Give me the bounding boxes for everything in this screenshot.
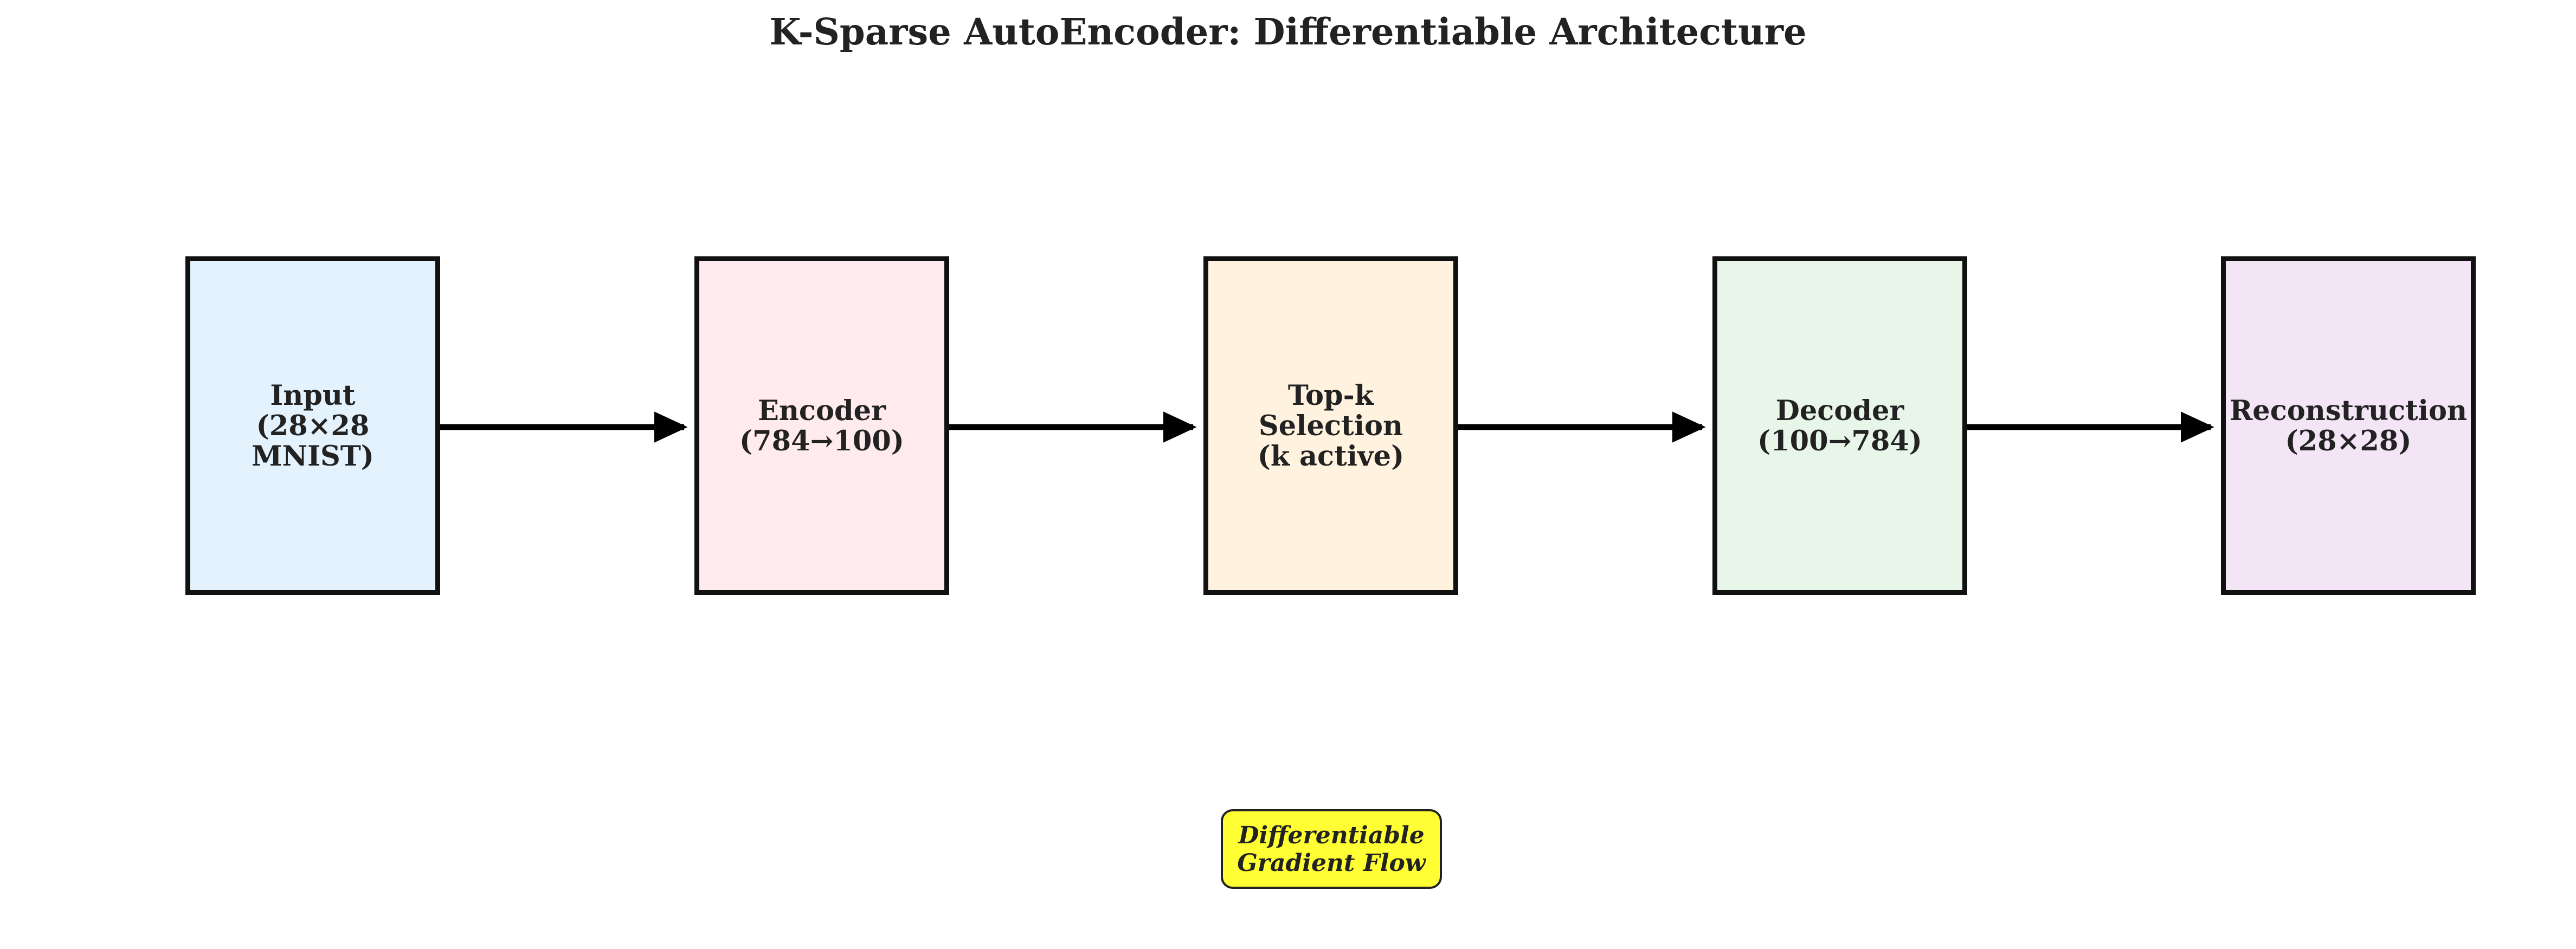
gradient-flow-note-label: Differentiable Gradient Flow — [1237, 821, 1426, 877]
reconstruction-node-label: Reconstruction (28×28) — [2229, 394, 2468, 457]
reconstruction-node: Reconstruction (28×28) — [2221, 256, 2476, 595]
input-node: Input (28×28 MNIST) — [185, 256, 440, 595]
encoder-node: Encoder (784→100) — [694, 256, 949, 595]
gradient-flow-note: Differentiable Gradient Flow — [1221, 809, 1442, 889]
input-node-label: Input (28×28 MNIST) — [252, 379, 374, 473]
topk-selection-node-label: Top-k Selection (k active) — [1257, 379, 1405, 473]
diagram-title: K-Sparse AutoEncoder: Differentiable Arc… — [769, 10, 1807, 53]
encoder-node-label: Encoder (784→100) — [739, 394, 904, 457]
topk-selection-node: Top-k Selection (k active) — [1203, 256, 1458, 595]
decoder-node: Decoder (100→784) — [1712, 256, 1967, 595]
decoder-node-label: Decoder (100→784) — [1757, 394, 1922, 457]
